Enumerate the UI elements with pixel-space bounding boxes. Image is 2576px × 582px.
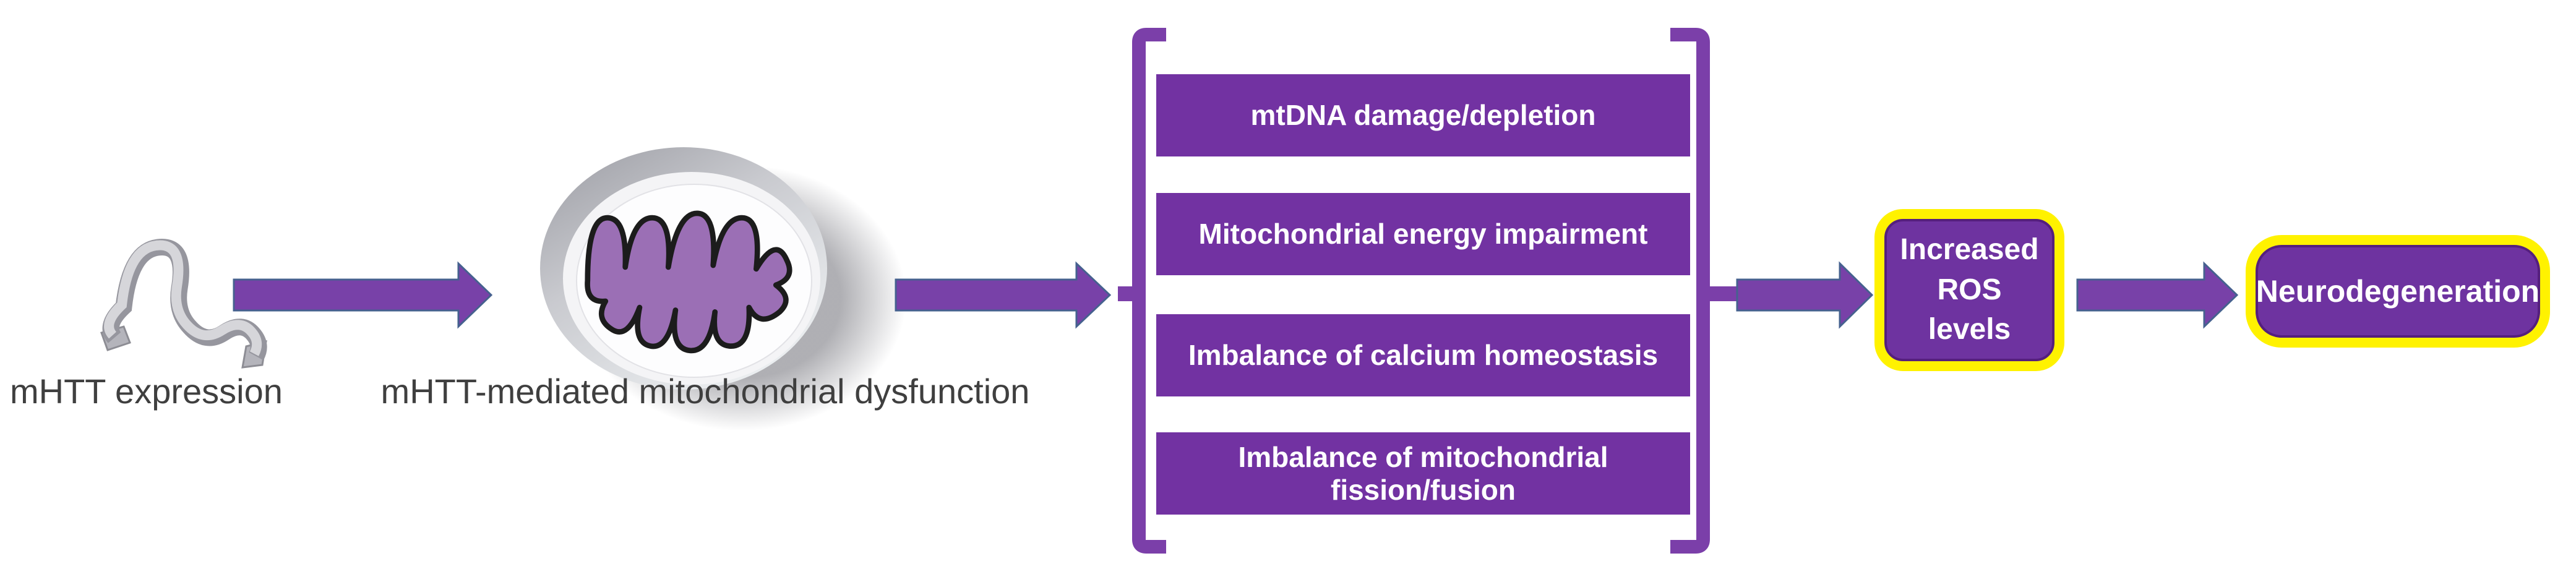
mhtt-expression-caption: mHTT expression <box>10 372 283 411</box>
protein-ribbon-icon <box>100 239 267 369</box>
increased-ros-box: Increased ROS levels <box>1874 209 2064 371</box>
effect-box-fission-fusion: Imbalance of mitochondrial fission/fusio… <box>1156 432 1690 515</box>
effect-label: Mitochondrial energy impairment <box>1198 218 1648 250</box>
effect-label: mtDNA damage/depletion <box>1250 99 1596 132</box>
bracket-group <box>1118 28 1737 554</box>
mitochondrion-icon <box>540 147 906 431</box>
effect-box-calcium: Imbalance of calcium homeostasis <box>1156 314 1690 396</box>
increased-ros-label: Increased ROS levels <box>1900 233 2039 346</box>
neurodegeneration-box: Neurodegeneration <box>2246 235 2550 348</box>
arrow-right-icon <box>2076 261 2239 329</box>
effect-label: Imbalance of mitochondrial fission/fusio… <box>1238 440 1608 506</box>
neurodegeneration-label: Neurodegeneration <box>2256 274 2540 309</box>
mito-dysfunction-caption: mHTT-mediated mitochondrial dysfunction <box>380 372 1030 411</box>
effect-box-mtdna: mtDNA damage/depletion <box>1156 74 1690 156</box>
effect-box-energy: Mitochondrial energy impairment <box>1156 193 1690 275</box>
arrow-right-icon <box>1736 261 1874 329</box>
arrow-right-icon <box>895 261 1112 329</box>
effect-label: Imbalance of calcium homeostasis <box>1188 339 1659 372</box>
arrow-right-icon <box>233 261 493 329</box>
